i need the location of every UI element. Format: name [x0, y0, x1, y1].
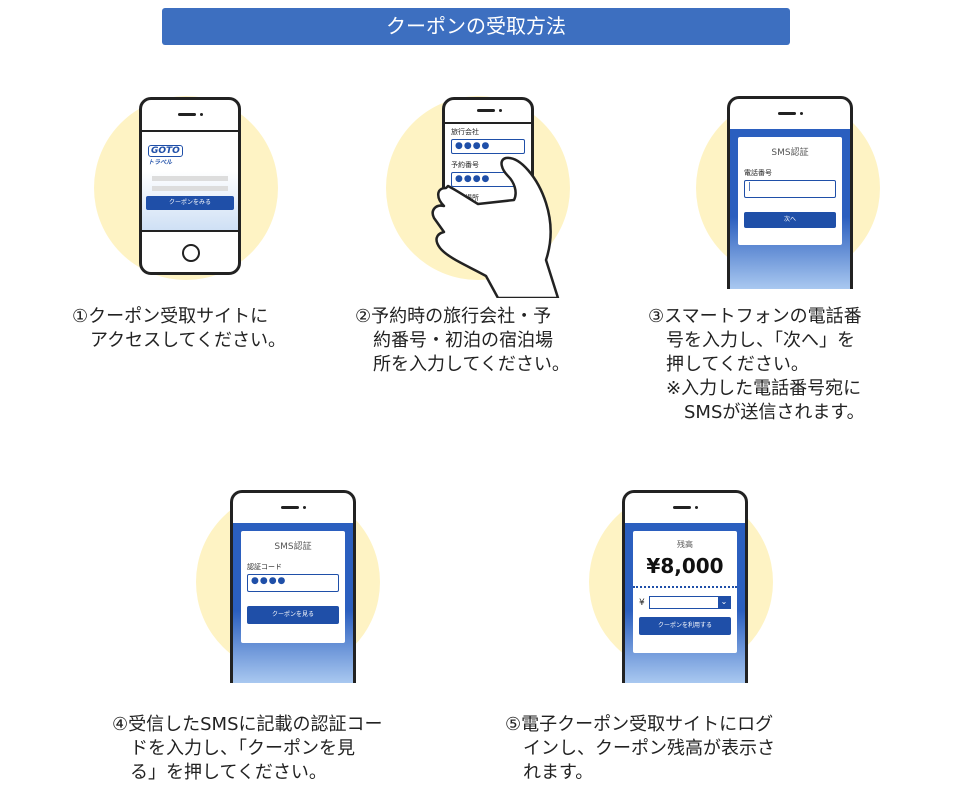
- auth-code-input[interactable]: ●●●●: [247, 574, 339, 592]
- step-5-caption: ⑤電子クーポン受取サイトにログ インし、クーポン残高が表示さ れます。: [505, 714, 775, 783]
- step-3-screen: SMS認証 電話番号 | 次へ: [730, 129, 850, 289]
- step-5-phone: 残高 ¥8,000 ¥ ⌄ クーポンを利用する: [622, 490, 748, 683]
- phone-number-label: 電話番号: [744, 169, 772, 177]
- chevron-down-icon: ⌄: [718, 597, 730, 608]
- yen-label: ¥: [639, 597, 645, 608]
- amount-select[interactable]: ⌄: [648, 596, 731, 609]
- step-4-phone: SMS認証 認証コード ●●●● クーポンを見る: [230, 490, 356, 683]
- phone-number-input[interactable]: |: [744, 180, 836, 198]
- divider: [633, 586, 737, 588]
- step-5-screen: 残高 ¥8,000 ¥ ⌄ クーポンを利用する: [625, 523, 745, 683]
- use-coupon-button[interactable]: クーポンを利用する: [639, 617, 731, 635]
- view-coupon-button[interactable]: クーポンを見る: [247, 606, 339, 624]
- card-title: SMS認証: [274, 542, 312, 552]
- page-title: クーポンの受取方法: [162, 8, 790, 45]
- step-1-caption: ①クーポン受取サイトに アクセスしてください。: [72, 306, 287, 351]
- goto-travel-logo: GOTO トラベル: [148, 138, 183, 166]
- step-1-screen: GOTO トラベル クーポンをみる: [142, 130, 238, 232]
- home-button-icon: [182, 244, 200, 262]
- sms-auth-card: SMS認証 認証コード ●●●● クーポンを見る: [241, 531, 345, 643]
- balance-label: 残高: [677, 540, 693, 549]
- sms-auth-card: SMS認証 電話番号 | 次へ: [738, 137, 842, 245]
- step-4-caption: ④受信したSMSに記載の認証コー ドを入力し、「クーポンを見 る」を押してくださ…: [112, 714, 383, 783]
- next-button[interactable]: 次へ: [744, 212, 836, 228]
- view-coupon-button[interactable]: クーポンをみる: [146, 196, 234, 210]
- travel-agency-input[interactable]: ●●●●: [451, 139, 525, 154]
- step-3-caption: ③スマートフォンの電話番 号を入力し、「次へ」を 押してください。 ※入力した電…: [648, 306, 865, 423]
- step-2-caption: ②予約時の旅行会社・予 約番号・初泊の宿泊場 所を入力してください。: [355, 306, 570, 375]
- step-1-phone: GOTO トラベル クーポンをみる: [139, 97, 241, 275]
- auth-code-label: 認証コード: [247, 563, 282, 571]
- travel-agency-label: 旅行会社: [451, 128, 479, 136]
- reservation-number-label: 予約番号: [451, 161, 479, 169]
- card-title: SMS認証: [771, 148, 809, 158]
- hand-icon: [431, 156, 560, 298]
- balance-value: ¥8,000: [646, 554, 724, 578]
- step-4-screen: SMS認証 認証コード ●●●● クーポンを見る: [233, 523, 353, 683]
- step-3-phone: SMS認証 電話番号 | 次へ: [727, 96, 853, 289]
- balance-card: 残高 ¥8,000 ¥ ⌄ クーポンを利用する: [633, 531, 737, 653]
